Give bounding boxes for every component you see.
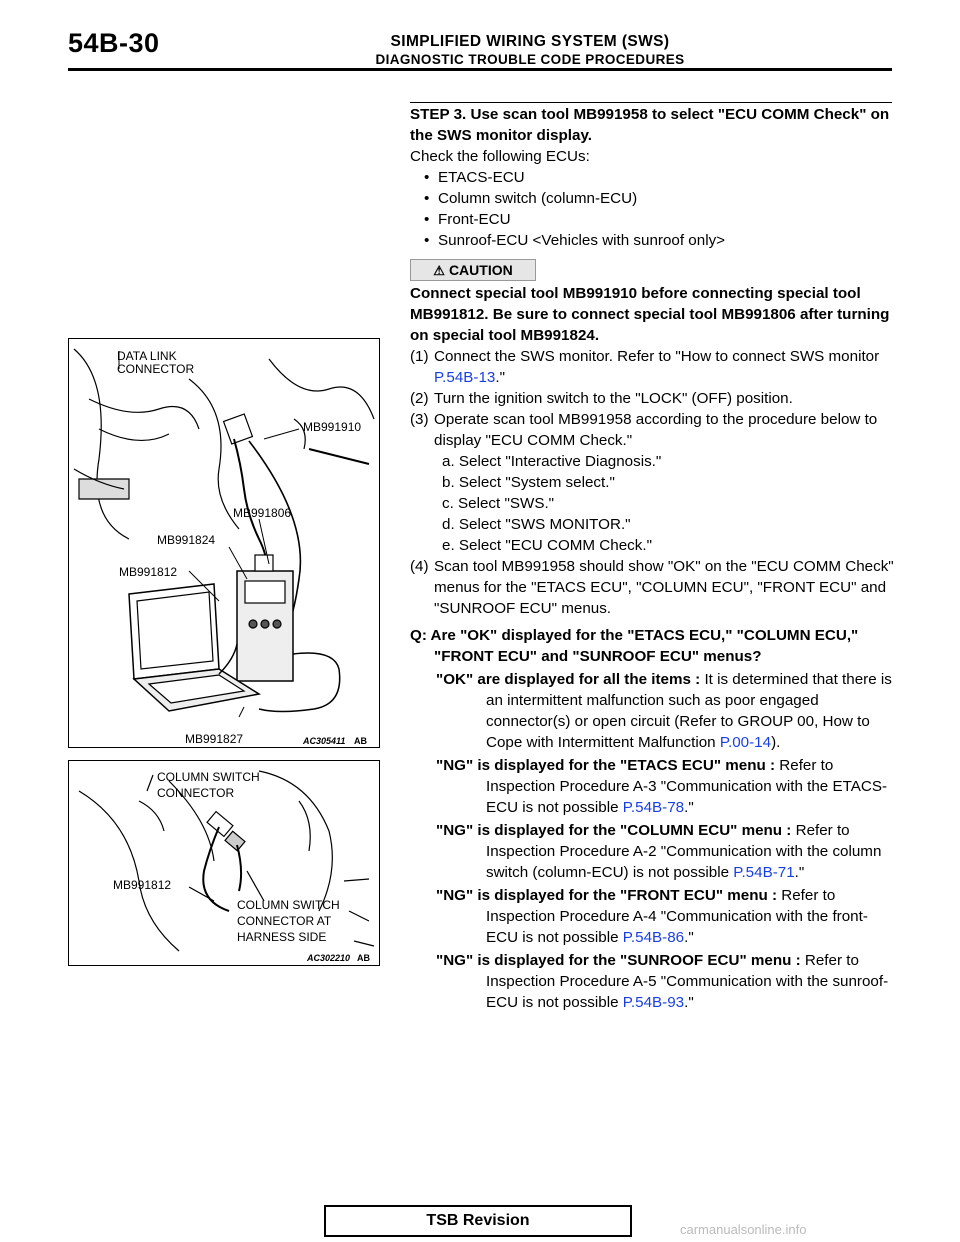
procedure-step-1: (1) Connect the SWS monitor. Refer to "Ho… bbox=[410, 346, 894, 388]
figure-scan-tool-connection: DATA LINK CONNECTOR MB991910 MB991806 MB… bbox=[68, 338, 380, 748]
answer-ng-column: "NG" is displayed for the "COLUMN ECU" m… bbox=[410, 820, 894, 883]
figure-code-suffix: AB bbox=[354, 736, 367, 746]
section-subtitle: DIAGNOSTIC TROUBLE CODE PROCEDURES bbox=[375, 52, 685, 67]
answer-text: It is determined that there is an interm… bbox=[486, 671, 892, 751]
answer-text: Refer to Inspection Procedure A-5 "Commu… bbox=[486, 952, 889, 1011]
step-text: Scan tool MB991958 should show "OK" on t… bbox=[434, 558, 894, 617]
ecu-list-item: ETACS-ECU bbox=[410, 167, 894, 188]
watermark: carmanualsonline.info bbox=[680, 1222, 807, 1237]
label-mb991824: MB991824 bbox=[157, 533, 215, 547]
answer-text: Refer to Inspection Procedure A-3 "Commu… bbox=[486, 757, 888, 816]
label-column-switch: COLUMN SWITCH bbox=[157, 770, 260, 784]
label-mb991812: MB991812 bbox=[119, 565, 177, 579]
page-link[interactable]: P.54B-13 bbox=[434, 369, 496, 386]
procedure-step-2: (2) Turn the ignition switch to the "LOCK… bbox=[410, 388, 894, 409]
label-mb991827: MB991827 bbox=[185, 732, 243, 746]
step-number: (2) bbox=[410, 390, 429, 407]
answer-condition: "OK" are displayed for all the items : bbox=[436, 671, 701, 688]
section-title: SIMPLIFIED WIRING SYSTEM (SWS) bbox=[390, 33, 670, 50]
answer-text: Refer to Inspection Procedure A-4 "Commu… bbox=[486, 887, 868, 946]
label-data-link-connector: CONNECTOR bbox=[117, 362, 194, 376]
step-intro: Check the following ECUs: bbox=[410, 148, 590, 165]
step-text: Operate scan tool MB991958 according to … bbox=[434, 411, 878, 449]
label-harness-line-1: COLUMN SWITCH bbox=[237, 898, 340, 912]
ecu-list-item: Sunroof-ECU <Vehicles with sunroof only> bbox=[410, 230, 894, 251]
answer-ng-front: "NG" is displayed for the "FRONT ECU" me… bbox=[410, 885, 894, 948]
figure-code: AC305411 bbox=[302, 736, 345, 746]
answer-text-end: ." bbox=[684, 929, 694, 946]
tsb-revision-box: TSB Revision bbox=[324, 1205, 632, 1237]
figure-code-suffix: AB bbox=[357, 953, 370, 963]
label-harness-line-2: CONNECTOR AT bbox=[237, 914, 332, 928]
caution-text: Connect special tool MB991910 before con… bbox=[410, 285, 890, 344]
answer-text: Refer to Inspection Procedure A-2 "Commu… bbox=[486, 822, 882, 881]
page-link[interactable]: P.54B-78 bbox=[622, 799, 685, 816]
page-link[interactable]: P.54B-71 bbox=[733, 864, 795, 881]
scan-tool-illustration: DATA LINK CONNECTOR MB991910 MB991806 MB… bbox=[73, 348, 375, 746]
page-link[interactable]: P.00-14 bbox=[719, 734, 772, 751]
step-text: Connect the SWS monitor. Refer to "How t… bbox=[434, 348, 880, 365]
step-number: (1) bbox=[410, 348, 429, 365]
question: Q: Are "OK" displayed for the "ETACS ECU… bbox=[410, 627, 859, 665]
label-mb991812: MB991812 bbox=[113, 878, 171, 892]
label-mb991806: MB991806 bbox=[233, 506, 291, 520]
step-number: (3) bbox=[410, 411, 429, 428]
answer-condition: "NG" is displayed for the "COLUMN ECU" m… bbox=[436, 822, 792, 839]
answer-text-end: ). bbox=[771, 734, 781, 751]
procedure-column: STEP 3. Use scan tool MB991958 to select… bbox=[410, 100, 894, 1013]
sub-step: c. Select "SWS." bbox=[442, 495, 555, 512]
page-number: 54B-30 bbox=[68, 28, 160, 58]
answer-condition: "NG" is displayed for the "ETACS ECU" me… bbox=[436, 757, 776, 774]
answer-condition: "NG" is displayed for the "FRONT ECU" me… bbox=[436, 887, 778, 904]
column-switch-illustration: COLUMN SWITCH CONNECTOR MB991812 COLUMN … bbox=[78, 770, 375, 963]
step-text-end: ." bbox=[495, 369, 505, 386]
caution-label: CAUTION bbox=[448, 262, 513, 278]
answer-condition: "NG" is displayed for the "SUNROOF ECU" … bbox=[436, 952, 801, 969]
warning-triangle-icon: ⚠ bbox=[433, 263, 445, 278]
answer-ok: "OK" are displayed for all the items : I… bbox=[410, 669, 894, 753]
column-rule bbox=[410, 102, 892, 103]
answer-text-end: ." bbox=[684, 799, 694, 816]
sub-step: b. Select "System select." bbox=[442, 474, 615, 491]
procedure-step-4: (4) Scan tool MB991958 should show "OK" o… bbox=[410, 556, 894, 619]
sub-step: e. Select "ECU COMM Check." bbox=[442, 537, 652, 554]
answer-text-end: ." bbox=[684, 994, 694, 1011]
answer-ng-etacs: "NG" is displayed for the "ETACS ECU" me… bbox=[410, 755, 894, 818]
caution-badge: ⚠CAUTION bbox=[410, 259, 536, 281]
answer-text-end: ." bbox=[794, 864, 805, 881]
step-heading: STEP 3. Use scan tool MB991958 to select… bbox=[410, 106, 890, 144]
step-number: (4) bbox=[410, 558, 429, 575]
page-link[interactable]: P.54B-93 bbox=[622, 994, 685, 1011]
figure-code: AC302210 bbox=[306, 953, 350, 963]
step-text: Turn the ignition switch to the "LOCK" (… bbox=[434, 390, 793, 407]
label-data-link: DATA LINK bbox=[117, 349, 177, 363]
label-mb991910: MB991910 bbox=[303, 420, 361, 434]
header-rule bbox=[68, 68, 892, 71]
answer-ng-sunroof: "NG" is displayed for the "SUNROOF ECU" … bbox=[410, 950, 894, 1013]
label-harness-line-3: HARNESS SIDE bbox=[237, 930, 326, 944]
sub-step: d. Select "SWS MONITOR." bbox=[442, 516, 631, 533]
ecu-list-item: Front-ECU bbox=[410, 209, 894, 230]
figure-column-switch-connector: COLUMN SWITCH CONNECTOR MB991812 COLUMN … bbox=[68, 760, 380, 966]
ecu-list-item: Column switch (column-ECU) bbox=[410, 188, 894, 209]
page-link[interactable]: P.54B-86 bbox=[622, 929, 685, 946]
sub-step: a. Select "Interactive Diagnosis." bbox=[442, 453, 662, 470]
label-column-switch-connector: CONNECTOR bbox=[157, 786, 234, 800]
procedure-step-3: (3) Operate scan tool MB991958 according … bbox=[410, 409, 894, 451]
